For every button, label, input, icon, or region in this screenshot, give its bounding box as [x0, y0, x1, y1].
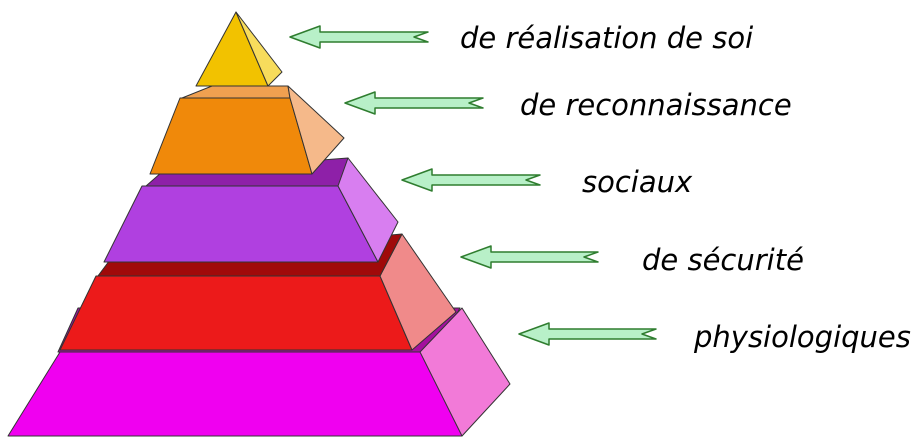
arrow-realisation-icon	[289, 25, 429, 49]
tier-sociaux-front	[103, 185, 379, 263]
tier-reconnaissance-top	[181, 85, 291, 99]
tier-reconnaissance	[149, 85, 345, 175]
tier-realisation	[195, 11, 283, 87]
tier-realisation-side	[235, 11, 283, 87]
label-sociaux: sociaux	[582, 165, 693, 199]
tier-securite-front	[59, 275, 413, 351]
tier-physiologiques-side	[419, 307, 511, 437]
arrow-sociaux-icon	[401, 168, 541, 192]
arrow-physiologiques-icon	[518, 322, 657, 346]
arrow-reconnaissance-icon	[344, 91, 484, 115]
arrow-securite-icon	[460, 245, 599, 269]
label-physiologiques: physiologiques	[693, 320, 911, 354]
tier-physiologiques-front	[7, 351, 463, 437]
tier-sociaux-side	[337, 157, 399, 263]
tier-reconnaissance-front	[149, 97, 313, 175]
label-reconnaissance: de reconnaissance	[520, 88, 792, 122]
label-securite: de sécurité	[642, 243, 804, 277]
tier-reconnaissance-side	[287, 85, 345, 175]
label-realisation: de réalisation de soi	[460, 21, 753, 55]
